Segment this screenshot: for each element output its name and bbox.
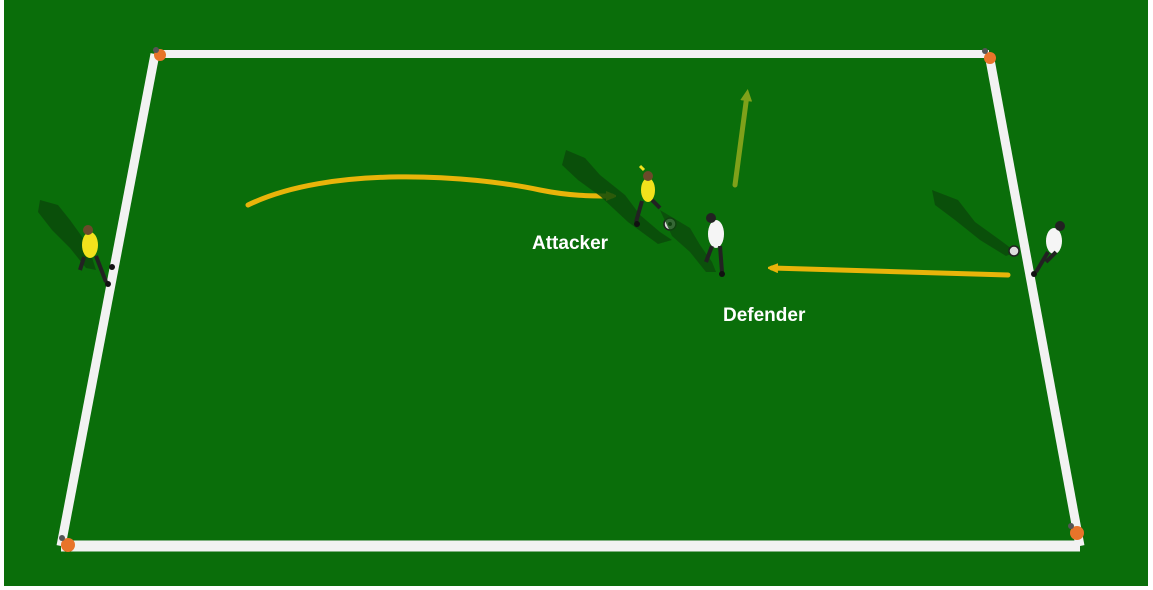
defender-player-icon xyxy=(932,190,1065,277)
cone-marker-icon xyxy=(1068,523,1084,540)
boundary-left xyxy=(56,53,160,547)
attacker-player-icon xyxy=(562,150,672,244)
attack-direction-arrow xyxy=(732,89,753,188)
cone-marker-icon xyxy=(59,535,75,552)
soccer-ball-icon xyxy=(1008,245,1020,257)
attacker-dribble-arrow xyxy=(245,174,612,208)
attacker-label: Attacker xyxy=(532,233,609,254)
pitch-boundary xyxy=(56,50,1085,552)
pitch-field xyxy=(4,0,1148,586)
defender-player-icon xyxy=(660,210,725,277)
defender-label: Defender xyxy=(723,305,806,326)
boundary-right xyxy=(984,53,1085,547)
cone-marker-icon xyxy=(153,47,166,61)
attacker-player-icon xyxy=(38,200,115,287)
defender-run-arrow xyxy=(772,268,1011,278)
cone-marker-icon xyxy=(982,48,996,64)
